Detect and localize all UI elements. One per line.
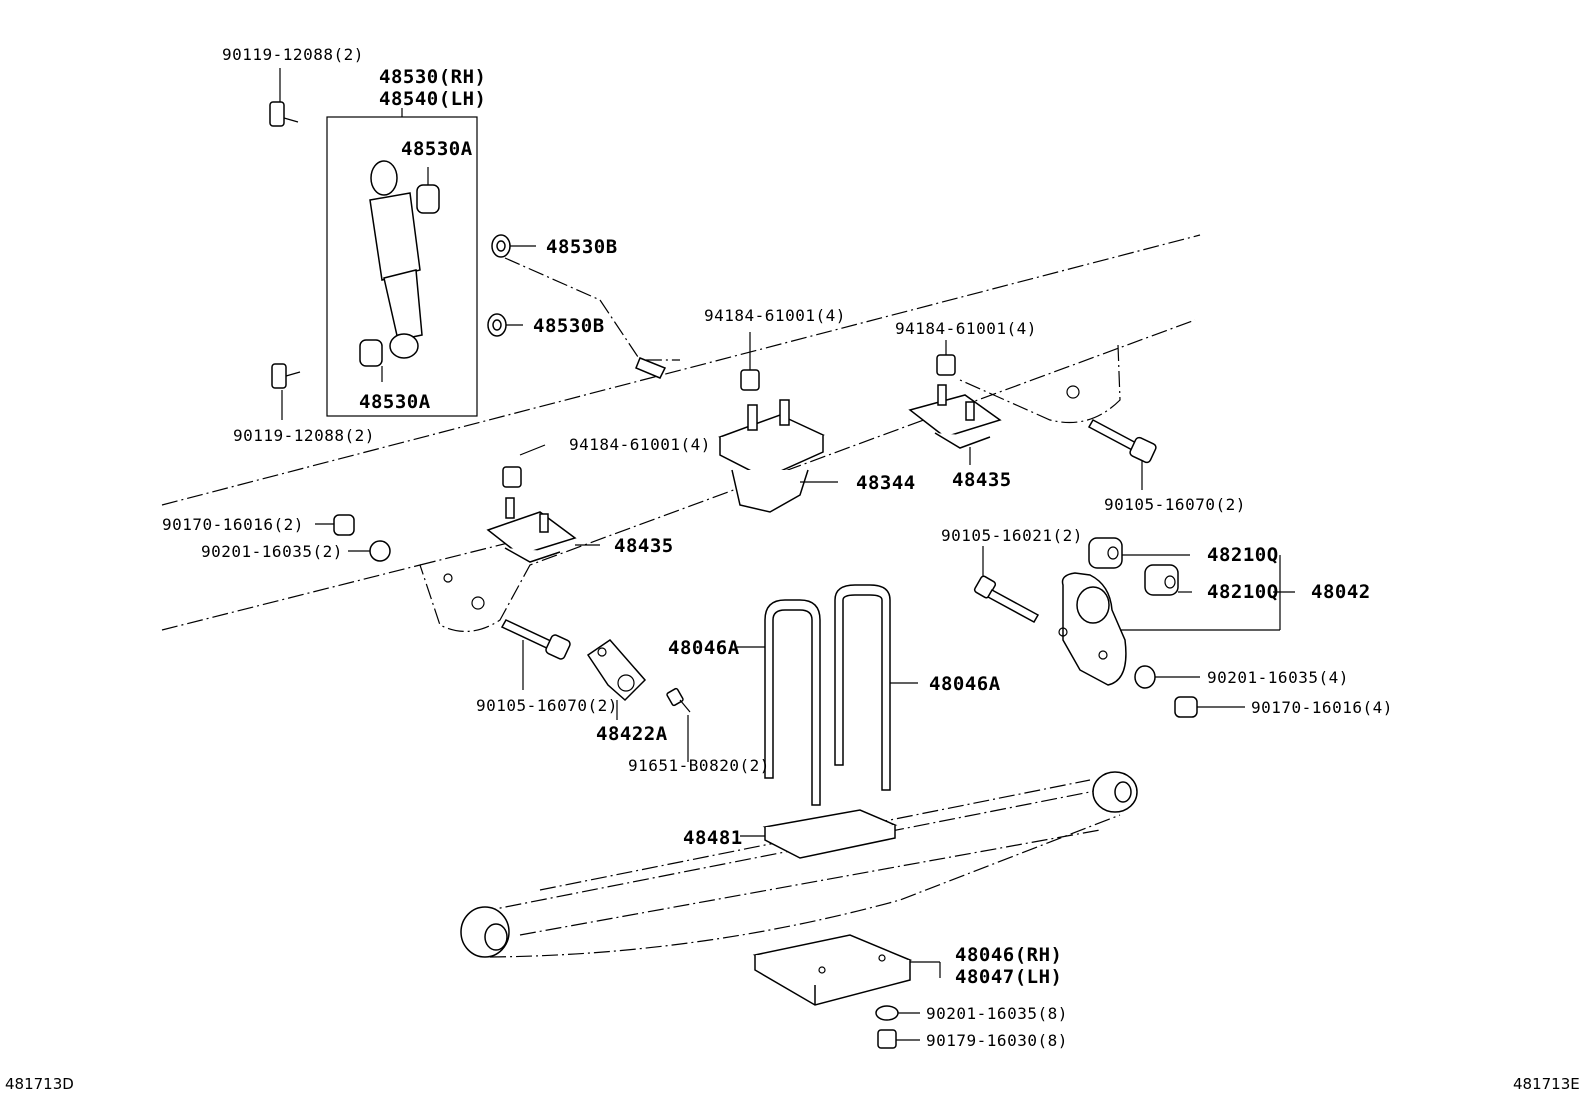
bumper-48435-right [908, 340, 1002, 465]
leaf-spring-outline [460, 771, 1138, 958]
label-90170-16016-right: 90170-16016(4) [1251, 698, 1393, 717]
shock-mount-bolts [269, 68, 301, 420]
label-48046-rh: 48046(RH) [955, 944, 1063, 966]
bolt-90105-16021 [973, 546, 1040, 624]
left-nut-washer [315, 514, 391, 562]
label-48344: 48344 [856, 472, 916, 494]
label-48435-right: 48435 [952, 469, 1012, 491]
label-48530b-top: 48530B [546, 236, 618, 258]
label-94184-61001-right: 94184-61001(4) [895, 319, 1037, 338]
spring-seat-48046 [752, 934, 941, 1006]
label-90105-16021: 90105-16021(2) [941, 526, 1083, 545]
label-90119-12088-bottom: 90119-12088(2) [233, 426, 375, 445]
label-90119-12088-top: 90119-12088(2) [222, 45, 364, 64]
bolt-91651-b0820 [666, 687, 691, 762]
right-washer-nut [1134, 665, 1245, 718]
label-48530a-bottom: 48530A [359, 391, 431, 413]
reference-code-right: 481713E [1513, 1075, 1580, 1093]
reference-code-left: 481713D [5, 1075, 74, 1093]
label-90170-16016-left: 90170-16016(2) [162, 515, 304, 534]
label-48422a: 48422A [596, 723, 668, 745]
label-48540-lh: 48540(LH) [379, 88, 487, 110]
label-48435-left: 48435 [614, 535, 674, 557]
label-90201-16035-bottom: 90201-16035(8) [926, 1004, 1068, 1023]
plate-48481 [740, 809, 898, 859]
washers-48530b [487, 234, 667, 379]
label-94184-61001-center: 94184-61001(4) [704, 306, 846, 325]
bottom-washer-nut [875, 1005, 920, 1049]
bumper-48435-left [486, 444, 600, 563]
u-bolts-48046a [737, 584, 918, 806]
bolt-90105-16070-left [500, 619, 571, 690]
label-48210q-a: 48210Q [1207, 544, 1279, 566]
label-48530-rh: 48530(RH) [379, 66, 487, 88]
shock-absorber-group [326, 108, 478, 417]
label-48481: 48481 [683, 827, 743, 849]
label-48210q-b: 48210Q [1207, 581, 1279, 603]
label-90105-16070-right: 90105-16070(2) [1104, 495, 1246, 514]
label-48530a-top: 48530A [401, 138, 473, 160]
label-90179-16030: 90179-16030(8) [926, 1031, 1068, 1050]
bracket-48422a [586, 639, 647, 720]
label-48047-lh: 48047(LH) [955, 966, 1063, 988]
label-90105-16070-left: 90105-16070(2) [476, 696, 618, 715]
label-91651-b0820: 91651-B0820(2) [628, 756, 770, 775]
bolt-90105-16070-right [1087, 418, 1157, 490]
label-48042: 48042 [1311, 581, 1371, 603]
label-90201-16035-right: 90201-16035(4) [1207, 668, 1349, 687]
shackle-48042 [1058, 537, 1295, 686]
label-94184-61001-left: 94184-61001(4) [569, 435, 711, 454]
label-48530b-bottom: 48530B [533, 315, 605, 337]
bump-stopper-48344 [718, 332, 838, 513]
label-48046a-left: 48046A [668, 637, 740, 659]
label-90201-16035-left: 90201-16035(2) [201, 542, 343, 561]
label-48046a-right: 48046A [929, 673, 1001, 695]
